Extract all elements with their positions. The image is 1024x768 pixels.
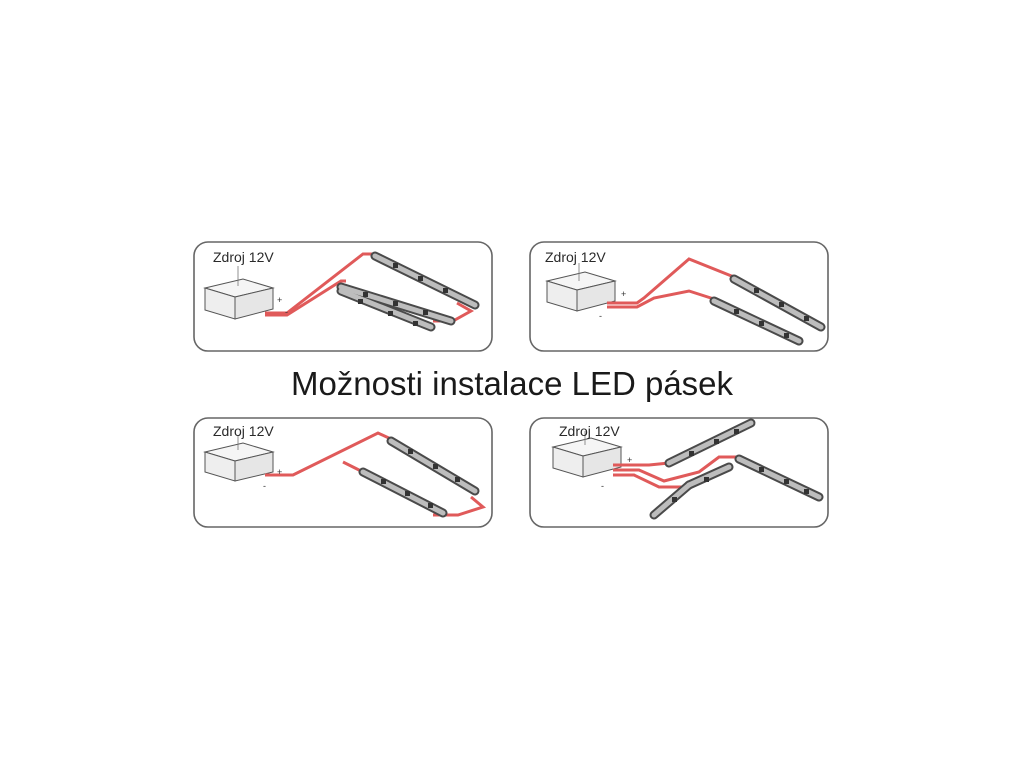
led-chips xyxy=(358,263,448,326)
red-wire xyxy=(607,257,735,309)
minus-sign: - xyxy=(599,311,602,321)
red-wire xyxy=(613,455,739,489)
led-chips xyxy=(381,449,460,508)
panel-4-drawing xyxy=(529,417,829,528)
led-strip-highlight xyxy=(651,420,822,518)
power-supply-label: Zdroj 12V xyxy=(213,423,274,439)
led-strip xyxy=(649,418,824,520)
panel-frame xyxy=(529,241,829,352)
led-chips xyxy=(734,288,809,338)
page-title: Možnosti instalace LED pásek xyxy=(290,365,734,402)
power-supply xyxy=(203,435,275,482)
panel-3-drawing xyxy=(193,417,493,528)
plus-sign: + xyxy=(277,467,283,477)
panel-frame xyxy=(193,241,493,352)
plus-sign: + xyxy=(627,455,633,465)
power-supply-label: Zdroj 12V xyxy=(559,423,620,439)
led-strip-highlight xyxy=(711,276,824,344)
plus-sign: + xyxy=(277,295,283,305)
minus-sign: - xyxy=(285,307,288,317)
panel-frame xyxy=(193,417,493,528)
diagram-panel-3: Zdroj 12V + - xyxy=(193,417,493,528)
power-supply xyxy=(551,431,623,478)
diagram-panel-1: Zdroj 12V + - xyxy=(193,241,493,352)
minus-sign: - xyxy=(601,481,604,491)
led-chips xyxy=(672,429,809,502)
power-supply xyxy=(203,266,275,320)
power-supply xyxy=(545,263,617,312)
power-supply-label: Zdroj 12V xyxy=(545,249,606,265)
diagram-panel-2: Zdroj 12V + - xyxy=(529,241,829,352)
plus-sign: + xyxy=(621,289,627,299)
power-supply-label: Zdroj 12V xyxy=(213,249,274,265)
panel-1-drawing xyxy=(193,241,493,352)
panel-2-drawing xyxy=(529,241,829,352)
minus-sign: - xyxy=(263,481,266,491)
diagram-panel-4: Zdroj 12V + - xyxy=(529,417,829,528)
panel-frame xyxy=(529,417,829,528)
